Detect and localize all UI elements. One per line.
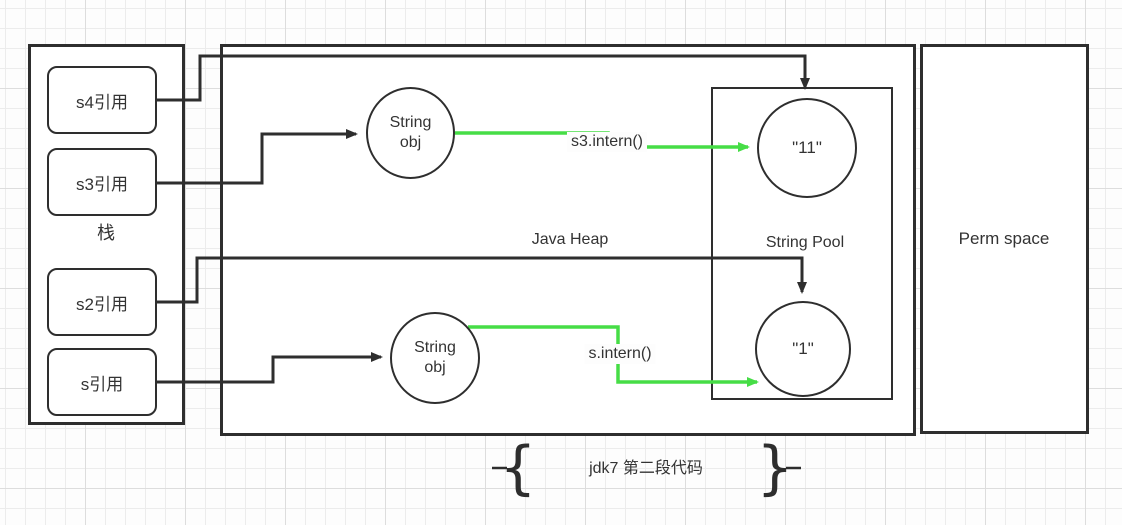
ref-s3: s3引用 (47, 148, 157, 216)
ref-s2: s2引用 (47, 268, 157, 336)
ref-s2-label: s2引用 (76, 294, 128, 314)
string-obj-circle-bottom: String obj (390, 312, 480, 404)
pool-constant-11-label: "11" (792, 138, 822, 158)
java-heap-label: Java Heap (531, 231, 609, 248)
arrow-s3-to-string-obj-top (157, 129, 358, 185)
string-obj-circle-top: String obj (366, 87, 455, 179)
arrow-s-to-string-obj-bottom (157, 352, 383, 384)
ref-s3-label: s3引用 (76, 174, 128, 194)
ref-s: s引用 (47, 348, 157, 416)
string-obj-bottom-label: String obj (414, 339, 456, 376)
arrow-s2-to-pool-1 (157, 256, 807, 304)
ref-s4-label: s4引用 (76, 92, 128, 112)
string-obj-top-label: String obj (389, 114, 432, 151)
pool-constant-1-circle: "1" (755, 301, 851, 397)
s3-intern-label: s3.intern() (566, 132, 648, 152)
pool-constant-1-label: "1" (792, 339, 814, 359)
perm-space-label: Perm space (958, 229, 1050, 248)
perm-space-box (920, 44, 1089, 434)
pool-constant-11-circle: "11" (757, 98, 857, 198)
caption-text: jdk7 第二段代码 (589, 460, 703, 477)
stack-label: 栈 (97, 223, 115, 243)
arrow-s4-to-pool-11 (157, 54, 810, 102)
string-pool-label: String Pool (765, 234, 845, 251)
ref-s-label: s引用 (80, 374, 124, 394)
ref-s4: s4引用 (47, 66, 157, 134)
s-intern-label: s.intern() (584, 344, 656, 364)
